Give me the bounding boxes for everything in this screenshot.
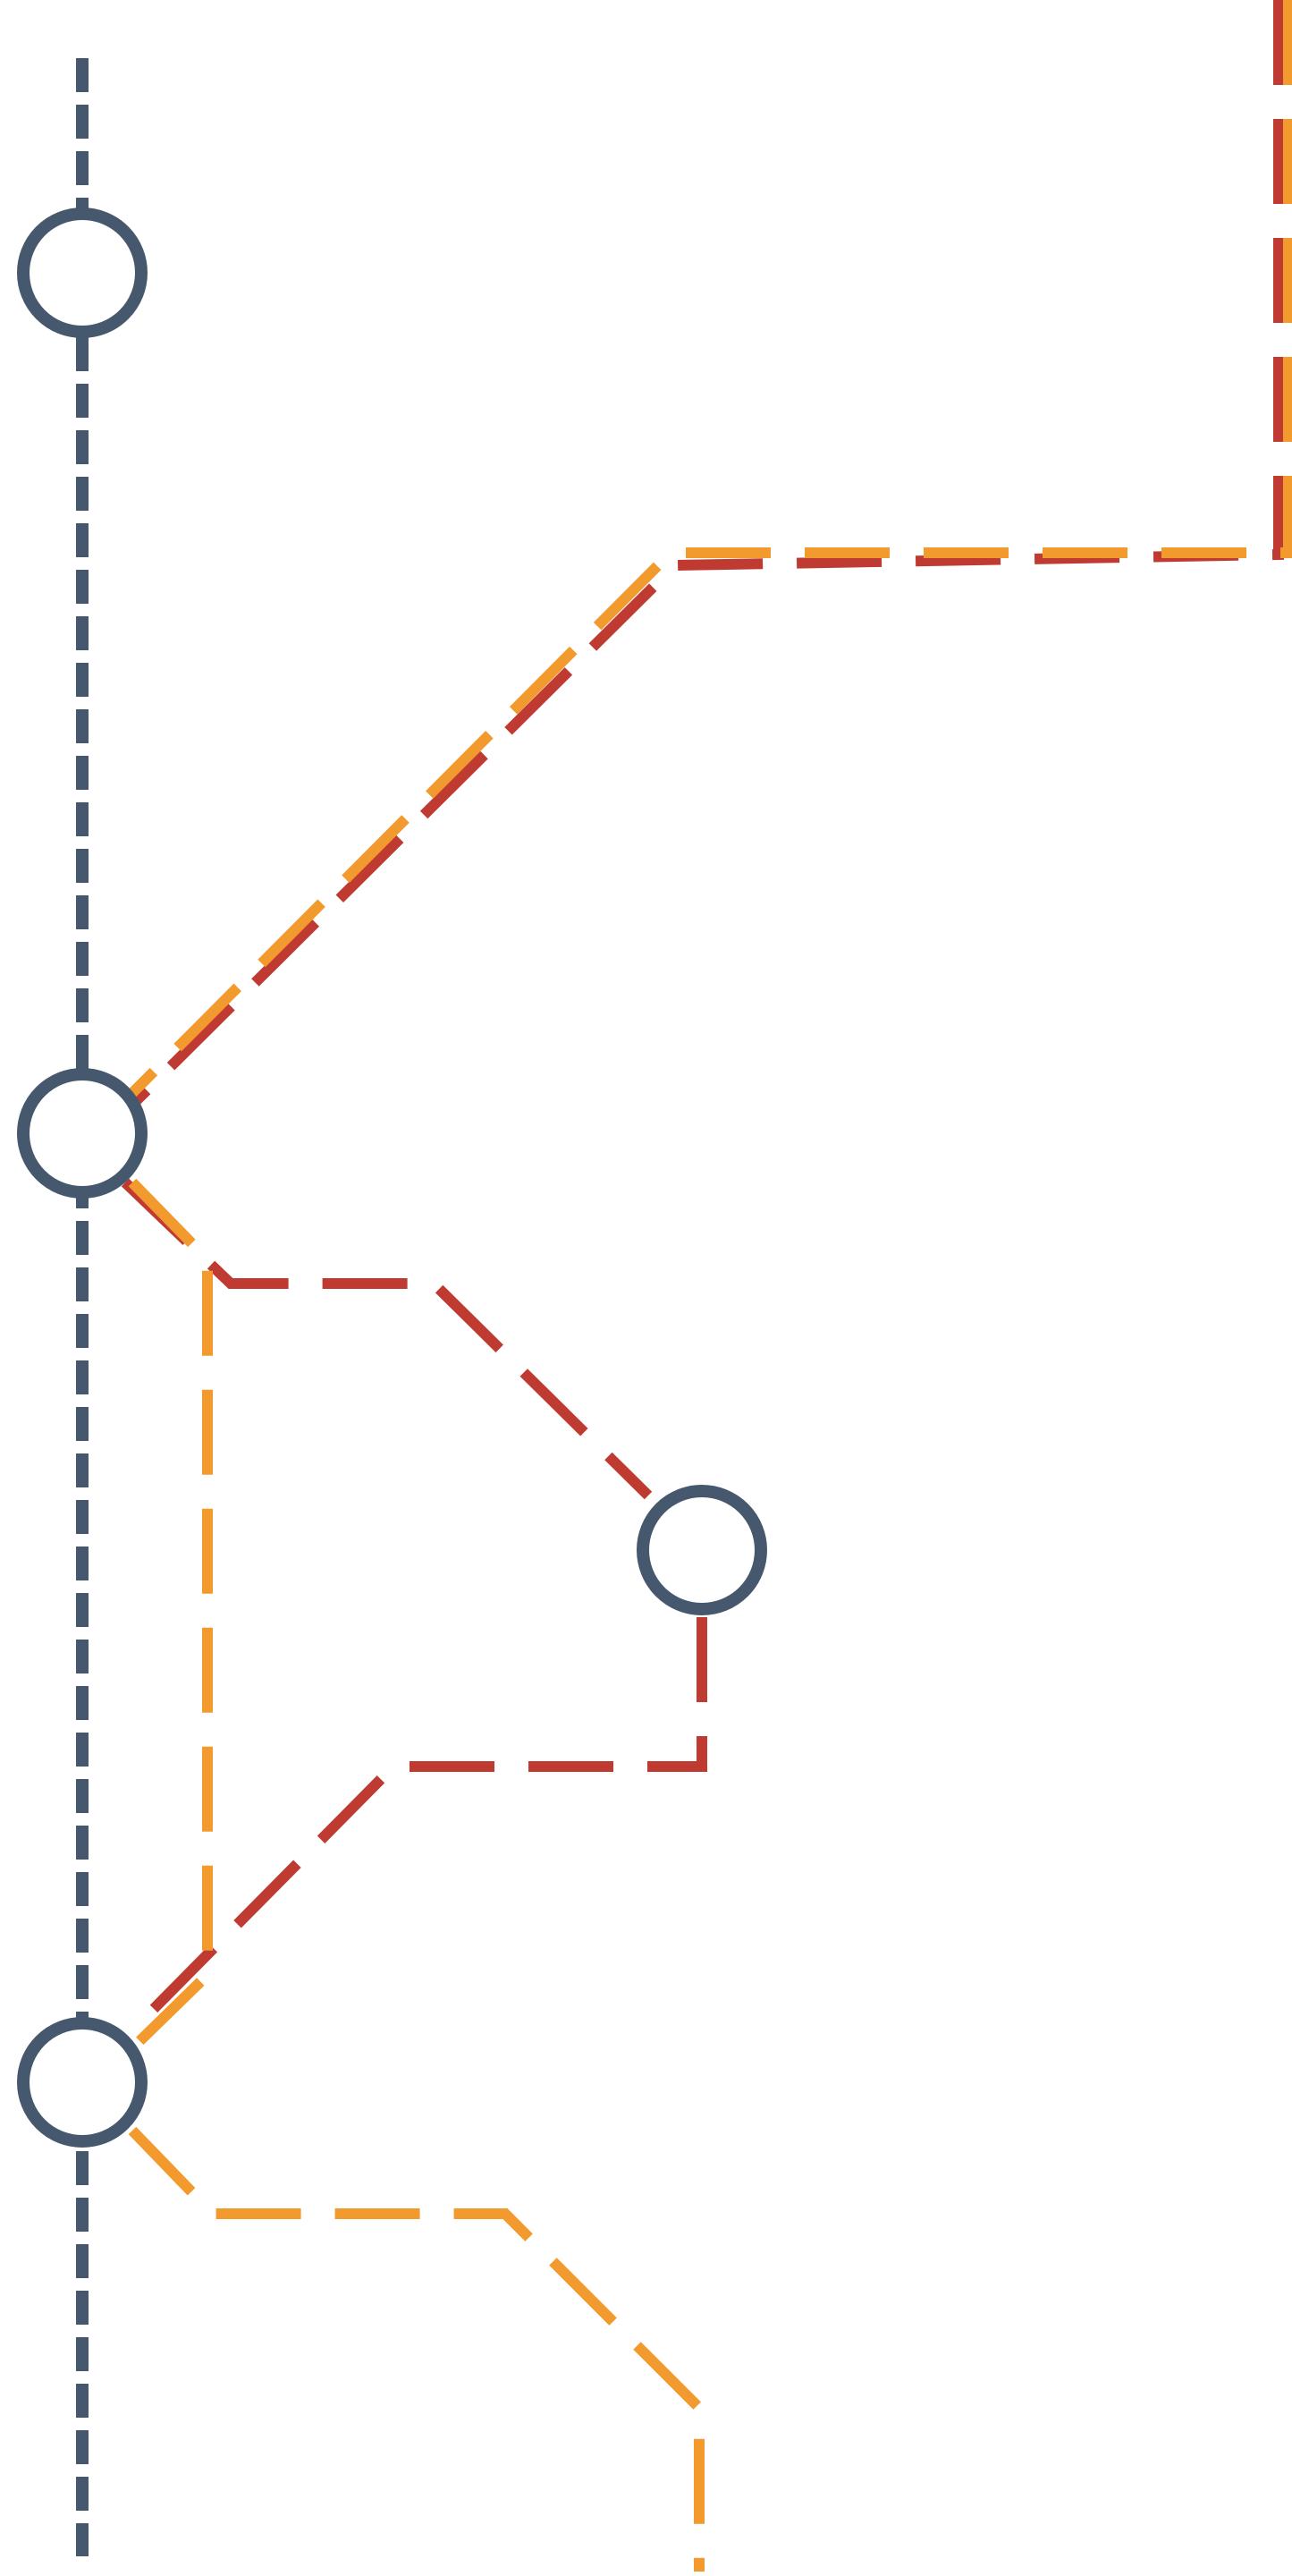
orange-line-south-branch <box>128 2126 705 2572</box>
station-3[interactable] <box>637 1485 767 1615</box>
red-line-east-branch <box>130 1617 707 2033</box>
station-2[interactable] <box>17 1068 148 1199</box>
orange-line-north-branch <box>128 0 1292 1097</box>
station-4[interactable] <box>17 2017 148 2148</box>
station-1-marker <box>17 208 148 338</box>
station-3-marker <box>637 1485 767 1615</box>
station-2-marker <box>17 1068 148 1199</box>
orange-line-middle-branch <box>128 1178 213 2051</box>
red-line-north-branch <box>128 0 1284 1109</box>
station-4-marker <box>17 2017 148 2148</box>
station-1[interactable] <box>17 208 148 338</box>
